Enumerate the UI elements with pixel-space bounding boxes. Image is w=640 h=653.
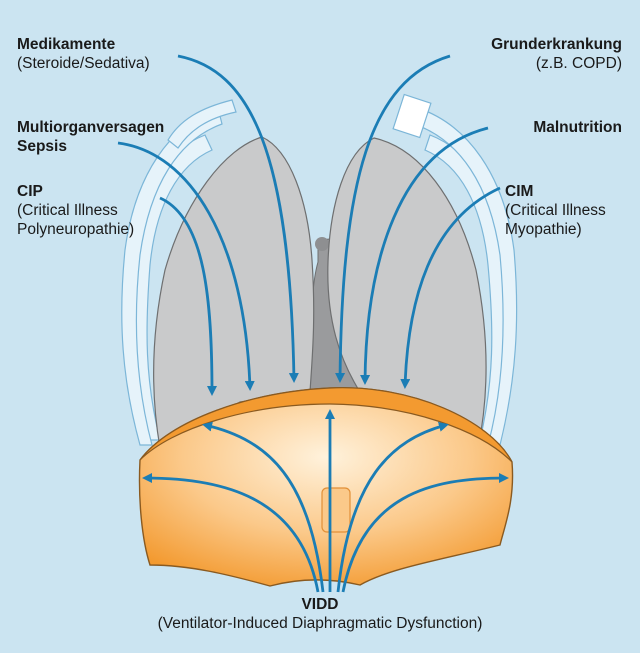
label-cim: CIM (Critical Illness Myopathie) (505, 182, 606, 239)
esophagus-opening (322, 488, 350, 532)
label-cip-sub2: Polyneuropathie) (17, 220, 134, 239)
label-multiorgan-line2: Sepsis (17, 137, 164, 156)
label-grunderkrankung: Grunderkrankung (z.B. COPD) (491, 35, 622, 73)
label-vidd-title: VIDD (0, 595, 640, 614)
label-vidd: VIDD (Ventilator-Induced Diaphragmatic D… (0, 595, 640, 633)
label-medikamente-sub: (Steroide/Sedativa) (17, 54, 150, 73)
label-multiorgan: Multiorganversagen Sepsis (17, 118, 164, 156)
label-grunderkrankung-sub: (z.B. COPD) (491, 54, 622, 73)
label-cip-sub1: (Critical Illness (17, 201, 134, 220)
label-cim-sub2: Myopathie) (505, 220, 606, 239)
label-grunderkrankung-title: Grunderkrankung (491, 35, 622, 54)
label-cim-sub1: (Critical Illness (505, 201, 606, 220)
trachea-ring-1 (315, 237, 329, 251)
label-medikamente-title: Medikamente (17, 35, 150, 54)
label-multiorgan-line1: Multiorganversagen (17, 118, 164, 137)
label-vidd-sub: (Ventilator-Induced Diaphragmatic Dysfun… (0, 614, 640, 633)
label-medikamente: Medikamente (Steroide/Sedativa) (17, 35, 150, 73)
label-malnutrition-title: Malnutrition (533, 118, 622, 137)
label-cim-title: CIM (505, 182, 606, 201)
label-malnutrition: Malnutrition (533, 118, 622, 137)
label-cip-title: CIP (17, 182, 134, 201)
label-cip: CIP (Critical Illness Polyneuropathie) (17, 182, 134, 239)
